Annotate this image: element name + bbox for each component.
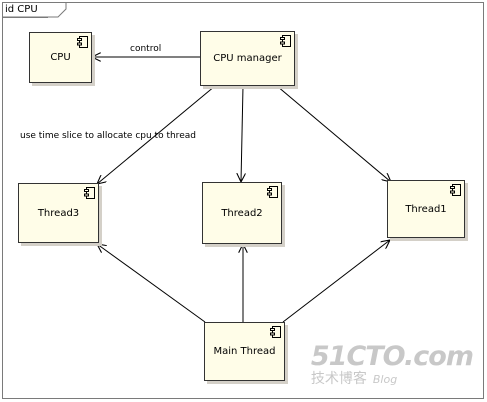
component-icon: [77, 36, 88, 48]
watermark-subtitle-text: 技术博客: [310, 371, 367, 387]
node-thread1-label: Thread1: [405, 203, 447, 215]
node-main-thread-label: Main Thread: [213, 346, 276, 357]
edge-label-time-slice: use time slice to allocate cpu to thread: [20, 131, 196, 141]
edge-main-thread1: [282, 240, 390, 323]
edge-manager-thread1: [276, 85, 391, 182]
edge-manager-thread2: [241, 85, 243, 182]
node-thread3[interactable]: Thread3: [18, 183, 99, 243]
node-cpu-label: CPU: [50, 52, 71, 63]
node-cpu-manager[interactable]: CPU manager: [200, 31, 295, 86]
node-cpu[interactable]: CPU: [29, 32, 92, 83]
diagram-frame: [2, 2, 484, 399]
component-icon: [270, 326, 281, 338]
edge-manager-thread3: [97, 85, 216, 184]
edge-label-control: control: [130, 44, 162, 54]
watermark-subtitle: 技术博客 Blog: [311, 371, 473, 388]
component-icon: [267, 186, 278, 198]
node-thread3-label: Thread3: [37, 207, 80, 219]
node-thread2[interactable]: Thread2: [202, 182, 282, 244]
watermark: 51CTO.com 技术博客 Blog: [310, 341, 474, 388]
node-cpu-manager-label: CPU manager: [213, 53, 282, 64]
node-thread2-label: Thread2: [221, 207, 263, 219]
watermark-logo: 51CTO.com: [310, 341, 474, 372]
component-icon: [450, 184, 461, 196]
watermark-blog: Blog: [372, 373, 398, 386]
node-main-thread[interactable]: Main Thread: [204, 322, 285, 381]
component-icon: [280, 35, 291, 47]
component-icon: [84, 187, 95, 199]
frame-tab-border: [2, 2, 67, 18]
edge-main-thread3: [97, 244, 206, 323]
node-thread1[interactable]: Thread1: [387, 180, 465, 238]
